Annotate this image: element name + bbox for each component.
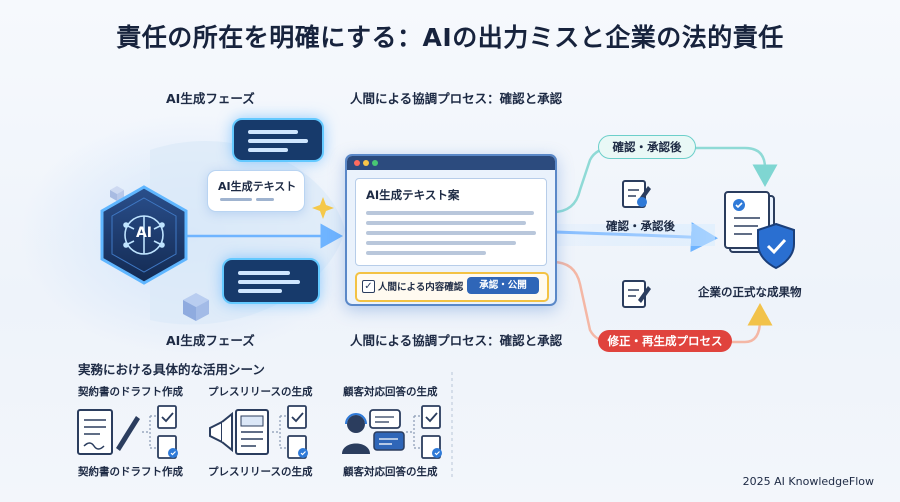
scene-3-label-top: 顧客対応回答の生成 bbox=[343, 386, 438, 398]
chat-bubble-bottom bbox=[222, 258, 320, 304]
contract-document-icon bbox=[77, 409, 113, 455]
cube-icon bbox=[110, 186, 124, 201]
official-deliverable-icon bbox=[724, 191, 795, 270]
human-process-label-bottom: 人間による協調プロセス：確認と承認 bbox=[350, 333, 563, 348]
customer-support-illustration bbox=[342, 405, 442, 459]
human-check-row: ✓ 人間による内容確認 承認・公開 bbox=[355, 272, 549, 302]
brain-icon bbox=[123, 215, 165, 255]
shield-icon bbox=[757, 222, 795, 270]
footer-credit: 2025 AI KnowledgeFlow bbox=[742, 475, 874, 488]
human-check-label: 人間による内容確認 bbox=[378, 282, 464, 293]
draft-title: AI生成テキスト案 bbox=[366, 188, 460, 202]
pen-icon bbox=[116, 416, 140, 451]
draft-body: AI生成テキスト案 bbox=[355, 178, 547, 266]
press-release-illustration bbox=[209, 405, 308, 459]
chat-icon bbox=[369, 409, 401, 429]
ai-text-bubble-label: AI生成テキスト bbox=[218, 180, 297, 193]
sparkle-icon bbox=[312, 197, 334, 219]
scene-2-label-bottom: プレスリリースの生成 bbox=[208, 466, 313, 478]
scene-2-label-top: プレスリリースの生成 bbox=[208, 386, 313, 398]
human-process-label-top: 人間による協調プロセス：確認と承認 bbox=[350, 91, 563, 106]
cube-icon bbox=[183, 293, 209, 321]
page-title: 責任の所在を明確にする：AIの出力ミスと企業の法的責任 bbox=[116, 23, 784, 52]
ai-phase-label-top: AI生成フェーズ bbox=[166, 91, 255, 106]
ai-chip-label: AI bbox=[135, 225, 153, 241]
chat-bubble-top bbox=[232, 118, 324, 162]
megaphone-icon bbox=[209, 420, 223, 444]
scene-1-label-bottom: 契約書のドラフト作成 bbox=[78, 466, 183, 478]
draft-window: AI生成テキスト案 ✓ 人間による内容確認 承認・公開 bbox=[345, 154, 557, 306]
scene-1-label-top: 契約書のドラフト作成 bbox=[78, 386, 183, 398]
window-minimize-dot bbox=[363, 160, 369, 166]
approved-tag: 確認・承認後 bbox=[598, 135, 696, 159]
approved-beam bbox=[555, 224, 715, 246]
support-agent-icon bbox=[347, 415, 365, 433]
scenes-heading: 実務における具体的な活用シーン bbox=[78, 362, 265, 377]
window-close-dot bbox=[354, 160, 360, 166]
ai-text-bubble: AI生成テキスト bbox=[207, 170, 305, 212]
revise-document-icon bbox=[622, 280, 651, 308]
checkbox-checked[interactable]: ✓ bbox=[362, 280, 375, 293]
result-label: 企業の正式な成果物 bbox=[698, 285, 802, 299]
revise-tag: 修正・再生成プロセス bbox=[598, 330, 732, 352]
edit-document-icon bbox=[622, 180, 651, 208]
window-titlebar bbox=[347, 156, 555, 170]
contract-draft-illustration bbox=[77, 405, 178, 459]
ai-phase-label-bottom: AI生成フェーズ bbox=[166, 333, 255, 348]
ai-chip bbox=[100, 185, 188, 285]
approve-publish-button[interactable]: 承認・公開 bbox=[467, 277, 539, 294]
scene-3-label-bottom: 顧客対応回答の生成 bbox=[343, 466, 438, 478]
approved-label: 確認・承認後 bbox=[606, 219, 675, 233]
window-maximize-dot bbox=[372, 160, 378, 166]
